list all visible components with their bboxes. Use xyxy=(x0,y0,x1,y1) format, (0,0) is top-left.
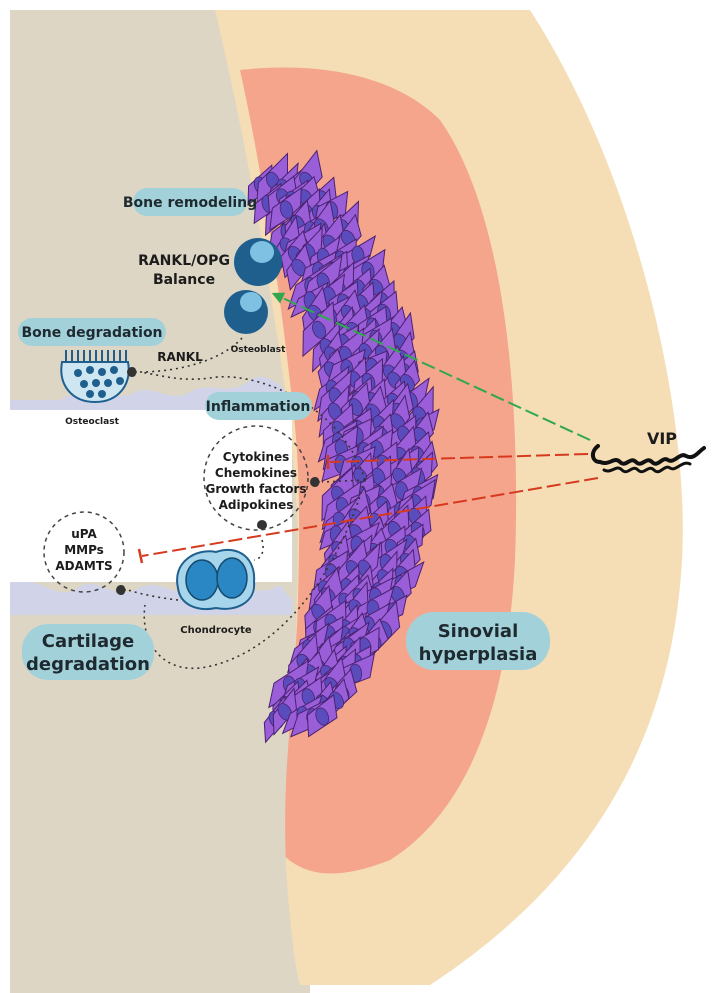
adipokines-label: Adipokines xyxy=(219,498,294,512)
proteases-circle xyxy=(43,511,125,593)
upa-label: uPA xyxy=(71,527,97,541)
receptor-symbols xyxy=(116,367,320,595)
inhibition-bar-2 xyxy=(137,548,144,564)
osteoclast-label: Osteoclast xyxy=(65,417,119,427)
growth-factors-label: Growth factors xyxy=(205,482,306,496)
cell-nucleus xyxy=(315,707,330,726)
vip-peptide-icon xyxy=(591,444,706,474)
bone-remodeling-pill xyxy=(133,188,247,216)
mediators-circle xyxy=(203,425,309,531)
rankl-label: RANKL xyxy=(157,350,203,364)
inflammation-label: Inflammation xyxy=(206,399,311,415)
cartilage-degradation-pill xyxy=(22,624,154,680)
rankl-opg-label: RANKL/OPG xyxy=(138,253,230,269)
chondrocyte-label: Chondrocyte xyxy=(180,625,252,636)
sinovial-label-2: hyperplasia xyxy=(419,644,538,665)
vip-label: VIP xyxy=(647,429,677,448)
chondrocyte-cell xyxy=(176,549,256,610)
osteoblast-cells xyxy=(224,238,282,334)
osteoclast-cell xyxy=(60,350,130,404)
sinovial-hyperplasia-pill xyxy=(406,612,550,670)
mmps-label: MMPs xyxy=(64,543,104,557)
synovial-cells xyxy=(247,149,440,744)
vip-inhibition-mediators xyxy=(329,453,589,463)
balance-label: Balance xyxy=(153,272,215,288)
sinovial-label-1: Sinovial xyxy=(438,621,519,642)
vip-inhibition-proteases xyxy=(141,477,599,557)
inflammation-pill xyxy=(205,392,312,420)
bone-degradation-label: Bone degradation xyxy=(21,325,162,341)
adamts-label: ADAMTS xyxy=(55,559,112,573)
cytokines-label: Cytokines xyxy=(223,450,290,464)
cartilage-label-1: Cartilage xyxy=(42,631,134,652)
cell-nucleus xyxy=(312,320,327,339)
bone-remodeling-label: Bone remodeling xyxy=(123,195,257,211)
vip-activation-arrow xyxy=(271,292,591,441)
bone-degradation-pill xyxy=(18,318,166,346)
cartilage-label-2: degradation xyxy=(26,654,150,675)
osteoblast-label: Osteoblast xyxy=(231,345,287,355)
dotted-connectors xyxy=(127,337,366,670)
cell-nucleus xyxy=(279,200,294,219)
joint-space xyxy=(10,410,292,582)
chemokines-label: Chemokines xyxy=(215,466,297,480)
